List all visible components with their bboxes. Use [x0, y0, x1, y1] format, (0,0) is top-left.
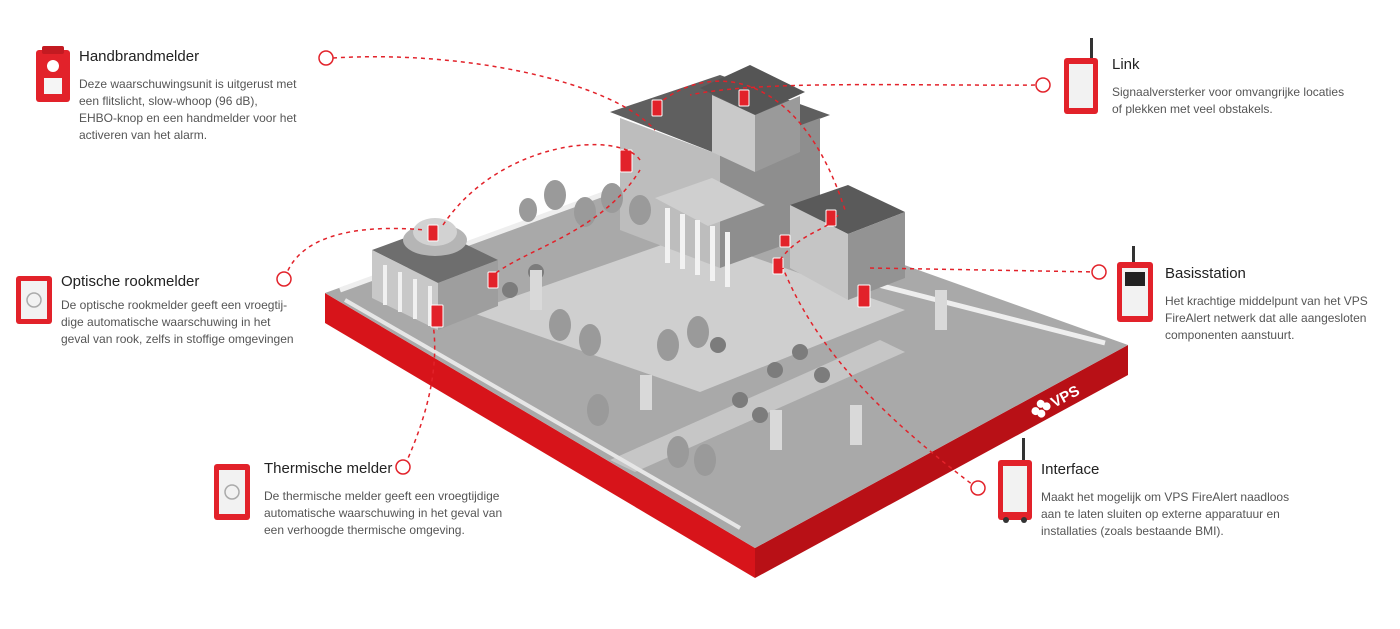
endpoint-basisstation	[1091, 264, 1107, 280]
card-description: Deze waarschuwingsunit is uitgerust met …	[79, 77, 297, 142]
smoke-detector-icon	[16, 276, 52, 324]
garden-trees	[519, 180, 716, 476]
card-thermische-melder: Thermische melder De thermische melder g…	[264, 460, 534, 539]
endpoint-thermische-melder	[395, 459, 411, 475]
manual-call-point-icon	[36, 46, 70, 102]
card-title: Optische rookmelder	[61, 273, 200, 290]
connector-endpoints	[276, 50, 1107, 496]
card-title: Interface	[1041, 461, 1100, 478]
card-description: Maakt het mogelijk om VPS FireAlert naad…	[1041, 490, 1290, 538]
main-building	[610, 65, 905, 300]
card-description: De optische rookmelder geeft een vroegti…	[61, 298, 294, 346]
endpoint-handbrandmelder	[318, 50, 334, 66]
pavilion-building	[372, 218, 498, 330]
interface-unit-icon	[998, 438, 1032, 523]
signal-repeater-icon	[1064, 38, 1098, 114]
card-optische-rookmelder: Optische rookmelder De optische rookmeld…	[61, 273, 321, 348]
platform-right-side	[755, 345, 1128, 578]
card-description: Signaalversterker voor omvangrijke locat…	[1112, 85, 1345, 116]
card-title: Thermische melder	[264, 460, 393, 477]
connector-lines	[284, 55, 1099, 489]
statues	[530, 270, 947, 450]
card-link: Link Signaalversterker voor omvangrijke …	[1112, 56, 1382, 118]
card-handbrandmelder: Handbrandmelder Deze waarschuwingsunit i…	[79, 48, 329, 144]
endpoint-link	[1035, 77, 1051, 93]
card-basisstation: Basisstation Het krachtige middelpunt va…	[1165, 265, 1390, 344]
card-interface: Interface Maakt het mogelijk om VPS Fire…	[1041, 461, 1331, 540]
card-description: De thermische melder geeft een vroegtijd…	[264, 489, 503, 537]
garden-bushes	[502, 264, 830, 423]
card-title: Basisstation	[1165, 265, 1246, 282]
base-station-icon	[1117, 246, 1153, 322]
card-title: Handbrandmelder	[79, 48, 200, 65]
device-markers	[427, 89, 871, 328]
platform-left-side	[325, 293, 755, 578]
card-description: Het krachtige middelpunt van het VPS Fir…	[1165, 294, 1368, 342]
heat-detector-icon	[214, 464, 250, 520]
fence	[344, 298, 741, 530]
card-title: Link	[1112, 56, 1140, 73]
endpoint-optische-rookmelder	[276, 271, 292, 287]
endpoint-interface	[970, 480, 986, 496]
